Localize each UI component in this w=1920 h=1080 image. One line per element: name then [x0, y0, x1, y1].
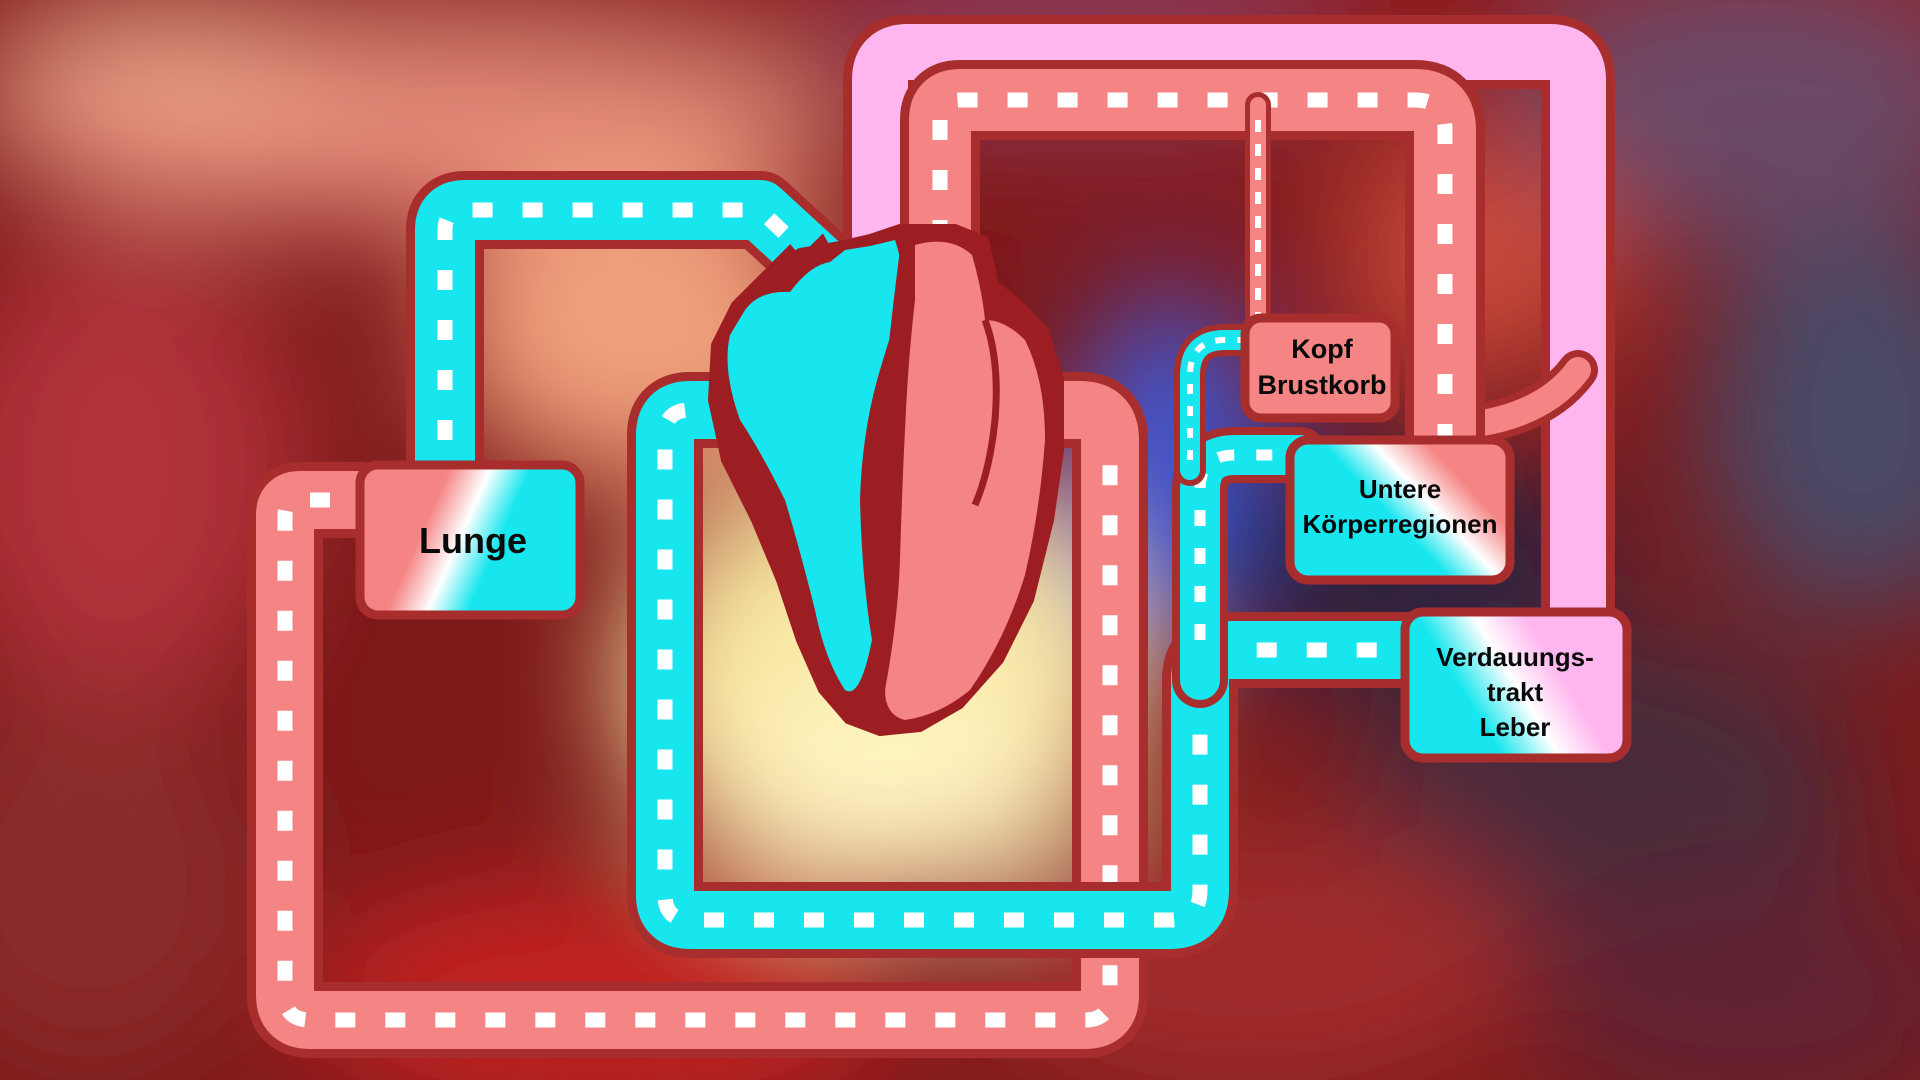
label-untere: Untere — [1359, 474, 1441, 504]
verdauungstrakt-leber-box — [1400, 607, 1632, 763]
label-brustkorb: Brustkorb — [1257, 370, 1386, 400]
label-verdauungs: Verdauungs- — [1436, 642, 1593, 672]
left-heart-chambers — [885, 241, 1045, 720]
organ-boxes — [355, 313, 1632, 763]
kopf-brustkorb-box — [1240, 313, 1400, 423]
pulmonary-artery — [406, 171, 859, 519]
untere-koerperregionen-box — [1285, 435, 1515, 585]
label-koerperregionen: Körperregionen — [1302, 509, 1497, 539]
heart — [707, 224, 1064, 737]
label-kopf: Kopf — [1291, 334, 1353, 364]
systemic-vein — [627, 324, 1448, 958]
right-heart-chambers — [727, 240, 903, 692]
label-lunge: Lunge — [419, 520, 527, 561]
portal-vessel — [843, 15, 1615, 677]
label-leber: Leber — [1480, 712, 1551, 742]
labels: Lunge Kopf Brustkorb Untere Körperregion… — [419, 334, 1594, 742]
pulmonary-venous-return — [247, 372, 1148, 1058]
systemic-artery — [900, 60, 1485, 480]
vessels — [247, 15, 1615, 1058]
label-trakt: trakt — [1487, 677, 1544, 707]
lunge-box — [355, 460, 585, 620]
